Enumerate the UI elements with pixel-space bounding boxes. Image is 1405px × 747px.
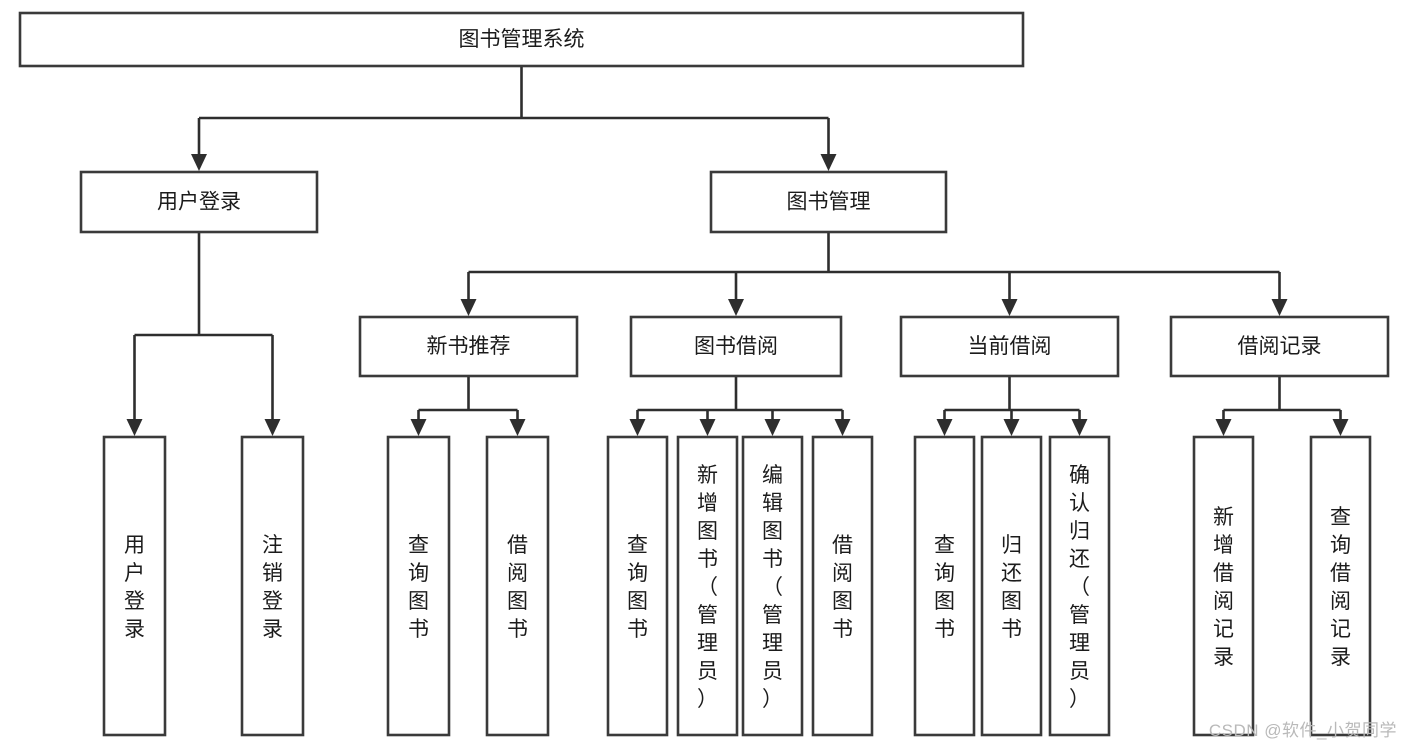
node-label: 新书推荐	[427, 335, 511, 358]
node-layer: 图书管理系统用户登录图书管理新书推荐图书借阅当前借阅借阅记录用户登录注销登录查询…	[18, 11, 1390, 737]
node-box	[741, 435, 804, 737]
node-leaf-3-借阅图书[interactable]: 借阅图书	[485, 435, 550, 737]
node-label: 借阅图书	[832, 534, 853, 641]
node-box	[79, 170, 319, 234]
node-leaf-12-查询借阅记录[interactable]: 查询借阅记录	[1309, 435, 1372, 737]
arrow-head-icon	[1001, 299, 1018, 316]
csdn-watermark: CSDN @软件_小贺同学	[1208, 721, 1397, 740]
node-box	[485, 435, 550, 737]
node-label: 查询图书	[627, 534, 648, 641]
node-root-0-图书管理系统[interactable]: 图书管理系统	[18, 11, 1025, 68]
arrow-head-icon	[1271, 299, 1288, 316]
node-box	[913, 435, 976, 737]
connector-layer	[126, 66, 1349, 436]
node-box	[386, 435, 451, 737]
arrow-head-icon	[699, 419, 716, 436]
node-box	[980, 435, 1043, 737]
node-label: 用户登录	[124, 534, 145, 641]
node-leaf-6-编辑图书管理员[interactable]: 编辑图书（管理员）	[741, 435, 804, 737]
node-box	[1309, 435, 1372, 737]
node-box	[899, 315, 1120, 378]
arrow-head-icon	[191, 154, 207, 171]
node-label: 确认归还（管理员）	[1069, 464, 1090, 711]
node-box	[358, 315, 579, 378]
arrow-head-icon	[1215, 419, 1232, 436]
node-box	[811, 435, 874, 737]
node-label: 编辑图书（管理员）	[762, 464, 783, 711]
node-leaf-8-查询图书[interactable]: 查询图书	[913, 435, 976, 737]
node-leaf-11-新增借阅记录[interactable]: 新增借阅记录	[1192, 435, 1255, 737]
node-box	[676, 435, 739, 737]
node-label: 新增借阅记录	[1213, 506, 1234, 669]
node-level2-1-图书管理[interactable]: 图书管理	[709, 170, 948, 234]
node-label: 查询图书	[934, 534, 955, 641]
node-label: 注销登录	[262, 534, 283, 641]
node-box	[1048, 435, 1111, 737]
arrow-head-icon	[509, 419, 526, 436]
node-level3-0-新书推荐[interactable]: 新书推荐	[358, 315, 579, 378]
node-level2-0-用户登录[interactable]: 用户登录	[79, 170, 319, 234]
node-box	[629, 315, 843, 378]
node-label: 新增图书（管理员）	[697, 464, 718, 711]
node-leaf-1-注销登录[interactable]: 注销登录	[240, 435, 305, 737]
arrow-head-icon	[936, 419, 953, 436]
node-box	[102, 435, 167, 737]
node-box	[240, 435, 305, 737]
node-box	[1192, 435, 1255, 737]
node-label: 查询借阅记录	[1330, 506, 1351, 669]
node-label: 图书管理	[787, 191, 871, 214]
arrow-head-icon	[410, 419, 427, 436]
node-level3-2-当前借阅[interactable]: 当前借阅	[899, 315, 1120, 378]
node-level3-3-借阅记录[interactable]: 借阅记录	[1169, 315, 1390, 378]
node-box	[606, 435, 669, 737]
arrow-head-icon	[264, 419, 281, 436]
arrow-head-icon	[1071, 419, 1088, 436]
node-leaf-4-查询图书[interactable]: 查询图书	[606, 435, 669, 737]
arrow-head-icon	[820, 154, 837, 171]
node-label: 图书借阅	[694, 335, 778, 358]
node-label: 借阅记录	[1238, 335, 1322, 358]
node-label: 查询图书	[408, 534, 429, 641]
arrow-head-icon	[728, 299, 744, 316]
node-box	[18, 11, 1025, 68]
arrow-head-icon	[126, 419, 143, 436]
arrow-head-icon	[1332, 419, 1349, 436]
node-label: 借阅图书	[507, 534, 528, 641]
node-leaf-7-借阅图书[interactable]: 借阅图书	[811, 435, 874, 737]
node-box	[709, 170, 948, 234]
node-label: 图书管理系统	[459, 28, 585, 51]
node-label: 归还图书	[1001, 534, 1022, 641]
node-box	[1169, 315, 1390, 378]
arrow-head-icon	[629, 419, 646, 436]
node-label: 用户登录	[157, 191, 241, 214]
node-leaf-2-查询图书[interactable]: 查询图书	[386, 435, 451, 737]
node-leaf-9-归还图书[interactable]: 归还图书	[980, 435, 1043, 737]
arrow-head-icon	[834, 419, 851, 436]
node-leaf-5-新增图书管理员[interactable]: 新增图书（管理员）	[676, 435, 739, 737]
arrow-head-icon	[460, 299, 477, 316]
node-leaf-10-确认归还管理员[interactable]: 确认归还（管理员）	[1048, 435, 1111, 737]
node-label: 当前借阅	[968, 335, 1052, 358]
node-leaf-0-用户登录[interactable]: 用户登录	[102, 435, 167, 737]
arrow-head-icon	[764, 419, 781, 436]
node-level3-1-图书借阅[interactable]: 图书借阅	[629, 315, 843, 378]
arrow-head-icon	[1003, 419, 1020, 436]
